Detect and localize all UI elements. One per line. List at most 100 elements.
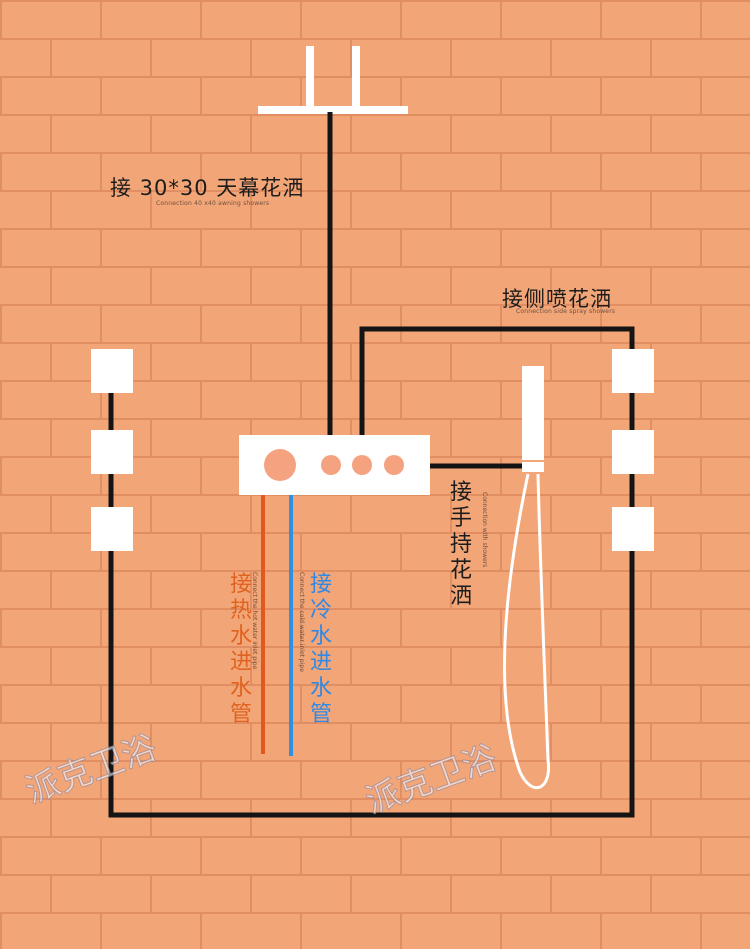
brick-mortar-row bbox=[0, 760, 750, 762]
brick-mortar-joint bbox=[400, 0, 402, 38]
brick-mortar-joint bbox=[700, 228, 702, 266]
brick-mortar-joint bbox=[450, 114, 452, 152]
brick-mortar-joint bbox=[700, 836, 702, 874]
brick-mortar-joint bbox=[100, 760, 102, 798]
brick-mortar-joint bbox=[600, 228, 602, 266]
water-pipes bbox=[108, 112, 635, 818]
brick-mortar-joint bbox=[550, 418, 552, 456]
brick-mortar-joint bbox=[100, 228, 102, 266]
brick-mortar-joint bbox=[100, 152, 102, 190]
brick-mortar-joint bbox=[650, 798, 652, 836]
brick-mortar-joint bbox=[700, 912, 702, 949]
brick-mortar-joint bbox=[100, 608, 102, 646]
brick-mortar-joint bbox=[450, 874, 452, 912]
brick-mortar-joint bbox=[250, 190, 252, 228]
brick-mortar-joint bbox=[150, 266, 152, 304]
brick-mortar-joint bbox=[300, 760, 302, 798]
brick-mortar-joint bbox=[700, 152, 702, 190]
overhead-shower-sublabel: Connection 40 x40 awning showers bbox=[156, 200, 270, 207]
brick-mortar-joint bbox=[650, 266, 652, 304]
hot-water-pipe-sublabel: Connect the hot water inlet pipe bbox=[251, 572, 258, 670]
brick-mortar-joint bbox=[600, 532, 602, 570]
side-nozzle-left-1 bbox=[91, 349, 133, 393]
brick-mortar-joint bbox=[50, 38, 52, 76]
brick-mortar-joint bbox=[500, 0, 502, 38]
brick-mortar-joint bbox=[150, 38, 152, 76]
brick-mortar-joint bbox=[0, 532, 2, 570]
brick-mortar-joint bbox=[650, 190, 652, 228]
brick-mortar-row bbox=[0, 798, 750, 800]
brick-mortar-joint bbox=[600, 684, 602, 722]
brick-mortar-joint bbox=[550, 190, 552, 228]
brick-mortar-joint bbox=[300, 380, 302, 418]
brick-mortar-joint bbox=[550, 266, 552, 304]
brick-mortar-joint bbox=[100, 304, 102, 342]
brick-mortar-row bbox=[0, 912, 750, 914]
brick-mortar-joint bbox=[0, 836, 2, 874]
brick-mortar-joint bbox=[0, 76, 2, 114]
brick-mortar-joint bbox=[450, 494, 452, 532]
brick-mortar-joint bbox=[350, 874, 352, 912]
brick-mortar-joint bbox=[200, 0, 202, 38]
brick-mortar-joint bbox=[400, 760, 402, 798]
brick-mortar-row bbox=[0, 38, 750, 40]
brick-mortar-joint bbox=[350, 494, 352, 532]
brick-mortar-joint bbox=[500, 608, 502, 646]
brick-mortar-joint bbox=[100, 0, 102, 38]
brick-mortar-joint bbox=[200, 760, 202, 798]
brick-mortar-row bbox=[0, 380, 750, 382]
brick-mortar-joint bbox=[300, 76, 302, 114]
hot-water-pipe-label: 接热水进水管 bbox=[229, 572, 252, 727]
brick-mortar-row bbox=[0, 342, 750, 344]
brick-mortar-joint bbox=[400, 684, 402, 722]
brick-mortar-joint bbox=[650, 38, 652, 76]
brick-mortar-joint bbox=[600, 760, 602, 798]
brick-mortar-joint bbox=[600, 152, 602, 190]
handheld-shower-head bbox=[522, 366, 544, 460]
overhead-shower-label: 接 30*30 天幕花洒 bbox=[110, 176, 305, 200]
brick-mortar-joint bbox=[450, 418, 452, 456]
brick-mortar-joint bbox=[500, 836, 502, 874]
brick-mortar-joint bbox=[450, 342, 452, 380]
brick-mortar-joint bbox=[350, 342, 352, 380]
brick-mortar-joint bbox=[550, 722, 552, 760]
brick-mortar-joint bbox=[200, 304, 202, 342]
brick-mortar-joint bbox=[600, 608, 602, 646]
brick-mortar-joint bbox=[100, 456, 102, 494]
handheld-shower-label: 接手持花洒 bbox=[449, 480, 472, 609]
brick-mortar-joint bbox=[150, 874, 152, 912]
brick-mortar-joint bbox=[0, 608, 2, 646]
brick-mortar-joint bbox=[0, 0, 2, 38]
cold-water-pipe-label: 接冷水进水管 bbox=[309, 572, 332, 727]
brick-mortar-joint bbox=[650, 722, 652, 760]
brick-mortar-row bbox=[0, 646, 750, 648]
cold-water-pipe-sublabel: Connect the cold water inlet pipe bbox=[298, 572, 305, 672]
brick-mortar-joint bbox=[500, 228, 502, 266]
brick-mortar-joint bbox=[500, 304, 502, 342]
brick-mortar-joint bbox=[250, 570, 252, 608]
brick-mortar-joint bbox=[250, 114, 252, 152]
brick-mortar-joint bbox=[200, 684, 202, 722]
brick-mortar-joint bbox=[200, 912, 202, 949]
brick-mortar-joint bbox=[400, 380, 402, 418]
brick-mortar-joint bbox=[50, 494, 52, 532]
brick-mortar-joint bbox=[450, 190, 452, 228]
handheld-shower bbox=[503, 366, 550, 790]
brick-mortar-joint bbox=[500, 532, 502, 570]
brick-mortar-joint bbox=[350, 646, 352, 684]
brick-mortar-joint bbox=[150, 646, 152, 684]
brick-mortar-joint bbox=[0, 152, 2, 190]
brick-mortar-joint bbox=[400, 532, 402, 570]
brick-mortar-joint bbox=[50, 646, 52, 684]
brick-mortar-joint bbox=[150, 342, 152, 380]
brick-mortar-joint bbox=[300, 304, 302, 342]
brick-mortar-joint bbox=[450, 266, 452, 304]
handheld-shower-sublabel: Connection with showers bbox=[481, 492, 488, 568]
brick-mortar-joint bbox=[150, 418, 152, 456]
brick-mortar-row bbox=[0, 836, 750, 838]
brick-mortar-joint bbox=[700, 0, 702, 38]
hot-water-pipe bbox=[261, 494, 265, 754]
